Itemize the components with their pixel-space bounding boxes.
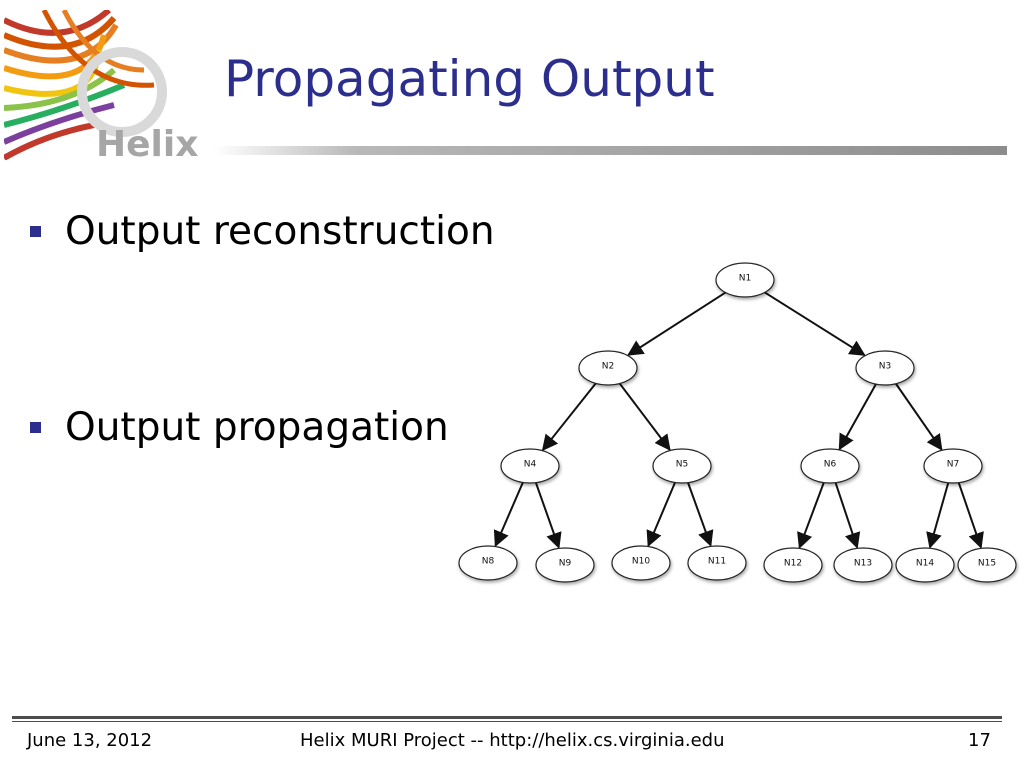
footer-date: June 13, 2012 <box>27 730 153 751</box>
edge-n4-n9 <box>534 482 562 549</box>
node-n11: N11 <box>687 545 747 581</box>
footer-divider <box>12 716 1002 719</box>
edge-n5-n11 <box>687 482 714 547</box>
bullet-item: Output propagation <box>30 408 449 447</box>
node-label: N4 <box>524 460 537 470</box>
title-divider <box>214 146 1007 155</box>
node-n5: N5 <box>652 448 712 484</box>
edge-n3-n7 <box>895 383 943 451</box>
node-ellipse <box>715 262 775 298</box>
footer-project: Helix MURI Project -- http://helix.cs.vi… <box>300 730 725 751</box>
edge-n7-n15 <box>957 482 984 549</box>
node-ellipse <box>800 448 860 484</box>
node-label: N2 <box>602 362 614 372</box>
node-n13: N13 <box>833 547 893 583</box>
helix-logo: Helix <box>4 10 198 160</box>
node-ellipse <box>578 350 638 386</box>
tree-edges <box>493 291 984 549</box>
node-label: N13 <box>854 559 872 569</box>
node-ellipse <box>895 547 955 583</box>
square-bullet-icon <box>30 226 41 237</box>
node-n14: N14 <box>895 547 955 583</box>
slide-number: 17 <box>968 730 991 751</box>
node-ellipse <box>855 350 915 386</box>
node-label: N3 <box>879 362 891 372</box>
bullet-text: Output reconstruction <box>65 209 495 254</box>
edge-n1-n2 <box>627 291 726 356</box>
slide-title: Propagating Output <box>224 50 715 108</box>
node-n8: N8 <box>458 545 518 581</box>
node-ellipse <box>500 448 560 484</box>
edge-n1-n3 <box>764 291 866 356</box>
node-ellipse <box>833 547 893 583</box>
edge-n2-n4 <box>541 382 597 452</box>
node-n15: N15 <box>957 547 1017 583</box>
edge-n6-n12 <box>797 482 825 549</box>
node-ellipse <box>458 545 518 581</box>
node-label: N14 <box>916 559 934 569</box>
node-label: N6 <box>824 460 837 470</box>
helix-logo-text: Helix <box>96 124 198 160</box>
node-label: N7 <box>947 460 959 470</box>
node-n2: N2 <box>578 350 638 386</box>
edge-n3-n6 <box>838 383 877 451</box>
node-n1: N1 <box>715 262 775 298</box>
edge-n6-n13 <box>834 482 861 549</box>
bullet-text: Output propagation <box>65 405 449 450</box>
node-n10: N10 <box>611 545 671 581</box>
edge-n7-n14 <box>926 482 950 549</box>
node-ellipse <box>611 545 671 581</box>
edge-n5-n10 <box>646 482 676 548</box>
node-ellipse <box>957 547 1017 583</box>
node-ellipse <box>923 448 983 484</box>
helix-ribbon-graphic <box>4 10 155 160</box>
node-ellipse <box>652 448 712 484</box>
node-ellipse <box>535 547 595 583</box>
node-n6: N6 <box>800 448 860 484</box>
edge-n4-n8 <box>493 482 524 548</box>
footer-divider-thin <box>12 721 1002 722</box>
node-label: N1 <box>739 274 751 284</box>
edge-n2-n5 <box>618 382 671 451</box>
node-n12: N12 <box>763 547 823 583</box>
node-label: N9 <box>559 559 572 569</box>
node-n9: N9 <box>535 547 595 583</box>
node-n4: N4 <box>500 448 560 484</box>
node-ellipse <box>763 547 823 583</box>
node-label: N10 <box>632 557 650 567</box>
node-ellipse <box>687 545 747 581</box>
node-n7: N7 <box>923 448 983 484</box>
bullet-item: Output reconstruction <box>30 212 495 251</box>
node-n3: N3 <box>855 350 915 386</box>
node-label: N5 <box>676 460 688 470</box>
node-label: N12 <box>784 559 802 569</box>
node-label: N8 <box>482 557 495 567</box>
helix-logo-ring <box>77 47 167 137</box>
square-bullet-icon <box>30 422 41 433</box>
node-label: N15 <box>978 559 996 569</box>
node-label: N11 <box>708 557 726 567</box>
